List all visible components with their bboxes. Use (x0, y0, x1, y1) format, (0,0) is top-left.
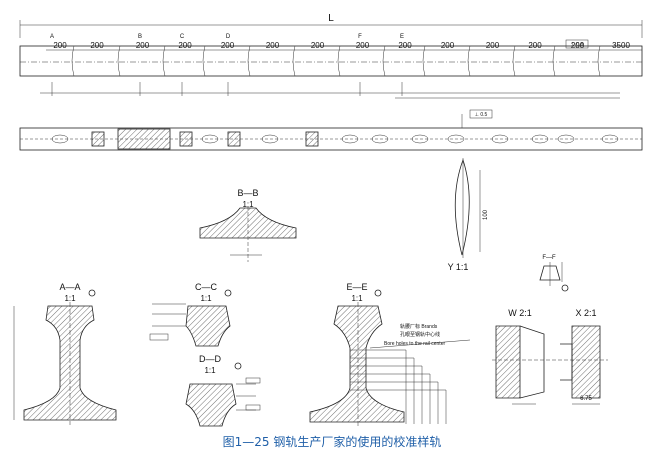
section-ee-note-1: 轨腰厂标 Brands (400, 323, 438, 330)
side-tolerance-box (469, 109, 493, 119)
figure-caption: 图1—25 钢轨生产厂家的使用的校准样轨 (222, 435, 442, 449)
hole-mark (292, 45, 296, 77)
section-ee-dimension-lines (350, 349, 447, 424)
side-hole (341, 134, 359, 144)
spacing-dimensions: 200 200 200 200 200 200 200 200 200 200 200 200 200 3… (46, 41, 642, 51)
side-hole (411, 134, 429, 144)
side-hole (447, 134, 465, 144)
spacing-label: 200 (528, 41, 542, 50)
spacing-label: 200 (398, 41, 412, 50)
side-hole (491, 134, 509, 144)
length-label: L (328, 13, 334, 24)
view-y-title: Y 1:1 (448, 262, 469, 272)
hole-mark (422, 45, 426, 77)
view-ff: F—F (539, 255, 569, 292)
view-ff-title: F—F (542, 255, 556, 261)
side-view: ⊥ 0.5 (19, 109, 643, 151)
section-cc-scale: 1:1 (200, 294, 212, 303)
view-w-title: W 2:1 (508, 308, 532, 318)
section-mark-label: D (226, 34, 231, 40)
spacing-label: 200 (90, 41, 104, 50)
section-dd-title: D—D (199, 354, 221, 364)
section-bb-title: B—B (237, 188, 258, 198)
hole-mark (597, 45, 601, 77)
section-cc: C—C 1:1 (149, 282, 232, 347)
side-hole (261, 134, 279, 144)
section-bb: B—B 1:1 (199, 188, 297, 262)
spacing-label: 200 (266, 41, 280, 50)
side-hole (531, 134, 549, 144)
view-y: 100 Y 1:1 (448, 158, 489, 272)
view-x-dim: 6.75 (580, 396, 592, 402)
spacing-label: 200 (311, 41, 325, 50)
hole-mark (552, 45, 556, 77)
hole-mark (382, 45, 386, 77)
view-w: W 2:1 (492, 308, 552, 405)
section-ee-scale: 1:1 (351, 294, 363, 303)
section-mark-label: F (358, 34, 362, 40)
spacing-label: 200 (136, 41, 150, 50)
side-hole (201, 134, 219, 144)
hole-mark (337, 45, 341, 77)
side-hole (51, 134, 69, 144)
section-dd-profile (185, 383, 237, 427)
view-y-dim: 100 (483, 209, 489, 220)
side-hole (371, 134, 389, 144)
side-hole (601, 134, 619, 144)
view-y-profile (454, 158, 470, 256)
hole-mark (117, 45, 121, 77)
side-hole (557, 134, 575, 144)
spacing-label: 200 (441, 41, 455, 50)
section-ee: E—E 1:1 轨腰厂标 Brands 孔眼至钢轨中心线 Bore holes … (309, 282, 471, 428)
section-mark-label: C (180, 34, 185, 40)
section-dd-scale: 1:1 (204, 366, 216, 375)
section-aa: A—A 1:1 (13, 282, 117, 425)
section-cc-profile (185, 305, 231, 347)
side-view-holes (51, 134, 619, 144)
section-cc-title: C—C (195, 282, 217, 292)
side-tolerance-label: ⊥ 0.5 (475, 112, 488, 118)
view-x: X 2:1 6.75 (552, 308, 608, 405)
section-bb-scale: 1:1 (242, 200, 254, 209)
section-dd: D—D 1:1 (185, 354, 261, 427)
spacing-label: 200 (571, 41, 585, 50)
section-ee-profile (309, 305, 405, 423)
hole-mark (202, 45, 206, 77)
tolerance-box (565, 39, 589, 49)
tolerance-label: ⊥ 0.8 (571, 42, 584, 48)
hole-mark (71, 45, 75, 77)
section-ee-title: E—E (346, 282, 367, 292)
top-view-marks (71, 45, 601, 77)
spacing-label: 200 (178, 41, 192, 50)
hole-mark (247, 45, 251, 77)
section-mark-label: B (138, 34, 142, 40)
section-aa-title: A—A (59, 282, 80, 292)
section-mark-label: E (400, 34, 404, 40)
spacing-label: 200 (486, 41, 500, 50)
hole-mark (467, 45, 471, 77)
spacing-label: 200 (53, 41, 67, 50)
spacing-label: 200 (221, 41, 235, 50)
section-bb-profile (199, 207, 297, 239)
section-aa-scale: 1:1 (64, 294, 76, 303)
section-ee-note-2: 孔眼至钢轨中心线 (400, 331, 440, 338)
view-x-title: X 2:1 (575, 308, 596, 318)
spacing-label: 3500 (612, 41, 630, 50)
hole-mark (162, 45, 166, 77)
spacing-label: 200 (356, 41, 370, 50)
hole-mark (512, 45, 516, 77)
section-ee-note-en: Bore holes to the rail center (384, 341, 445, 347)
section-mark-label: A (50, 34, 54, 40)
